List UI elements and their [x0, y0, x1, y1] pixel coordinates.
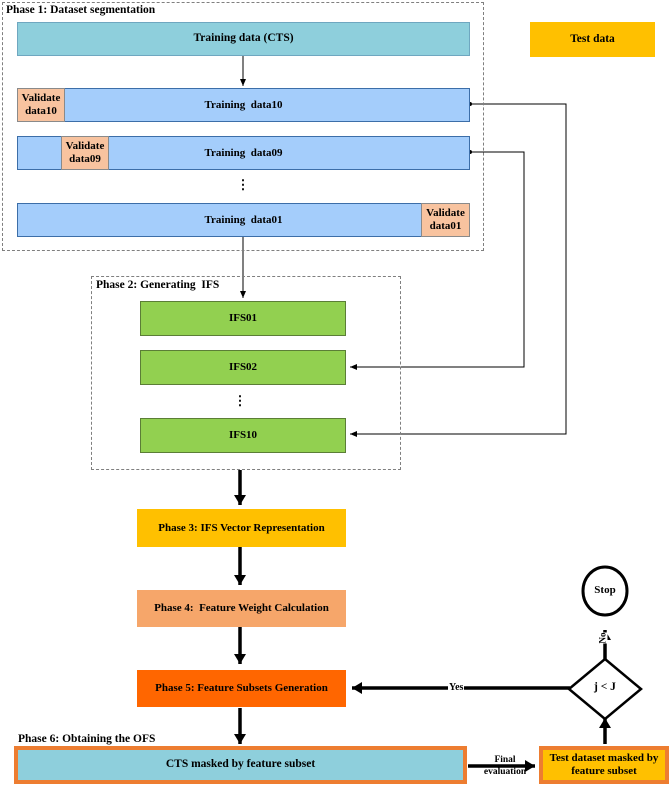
arrow-data10-to-ifs10 [350, 103, 567, 437]
training-data01-row: Training data01 [17, 203, 470, 237]
ifs02-box: IFS02 [140, 350, 346, 385]
phase6-label: Phase 6: Obtaining the OFS [18, 733, 156, 745]
stop-circle [581, 565, 629, 617]
cts-masked-box: CTS masked by feature subset [14, 746, 467, 784]
phase1-frame [2, 2, 484, 251]
training-data10-label: Training data10 [204, 98, 283, 111]
training-data-cts-box: Training data (CTS) [17, 22, 470, 56]
test-dataset-masked-box: Test dataset masked by feature subset [539, 746, 669, 784]
stop-label: Stop [594, 584, 616, 596]
arrow-data09-to-ifs02 [350, 151, 525, 370]
phase3-box: Phase 3: IFS Vector Representation [137, 509, 346, 547]
final-evaluation-label: Final evaluation [475, 755, 535, 779]
validate-data09-box: Validate data09 [61, 136, 109, 170]
decision-diamond [567, 657, 643, 721]
phase1-ellipsis: ⋮ [236, 177, 250, 192]
training-data10-row: Training data10 [17, 88, 470, 122]
validate-data01-line2: data01 [429, 220, 462, 232]
final-evaluation-line1: Final [494, 755, 516, 765]
validate-data10-line2: data10 [25, 105, 57, 117]
phase2-frame [91, 276, 401, 470]
phase1-label: Phase 1: Dataset segmentation [6, 4, 156, 16]
validate-data01-line1: Validate [426, 207, 465, 220]
validate-data10-line1: Validate [21, 92, 61, 105]
training-data01-label: Training data01 [204, 213, 283, 226]
validate-data10-box: Validate data10 [17, 88, 65, 122]
validate-data09-line2: data09 [69, 153, 101, 165]
final-evaluation-line2: evaluation [483, 766, 527, 777]
phase2-ellipsis: ⋮ [233, 393, 247, 408]
phase2-label: Phase 2: Generating IFS [96, 279, 220, 291]
training-data09-label: Training data09 [204, 146, 283, 159]
test-data-box: Test data [530, 22, 655, 57]
ifs01-box: IFS01 [140, 301, 346, 336]
yes-label: Yes [448, 682, 465, 693]
phase5-box: Phase 5: Feature Subsets Generation [137, 670, 346, 707]
validate-data01-box: Validate data01 [421, 203, 470, 237]
validate-data09-line1: Validate [65, 140, 105, 153]
phase4-box: Phase 4: Feature Weight Calculation [137, 590, 346, 627]
no-label: No [597, 632, 608, 644]
decision-label: j < J [594, 681, 616, 693]
ifs10-box: IFS10 [140, 418, 346, 453]
